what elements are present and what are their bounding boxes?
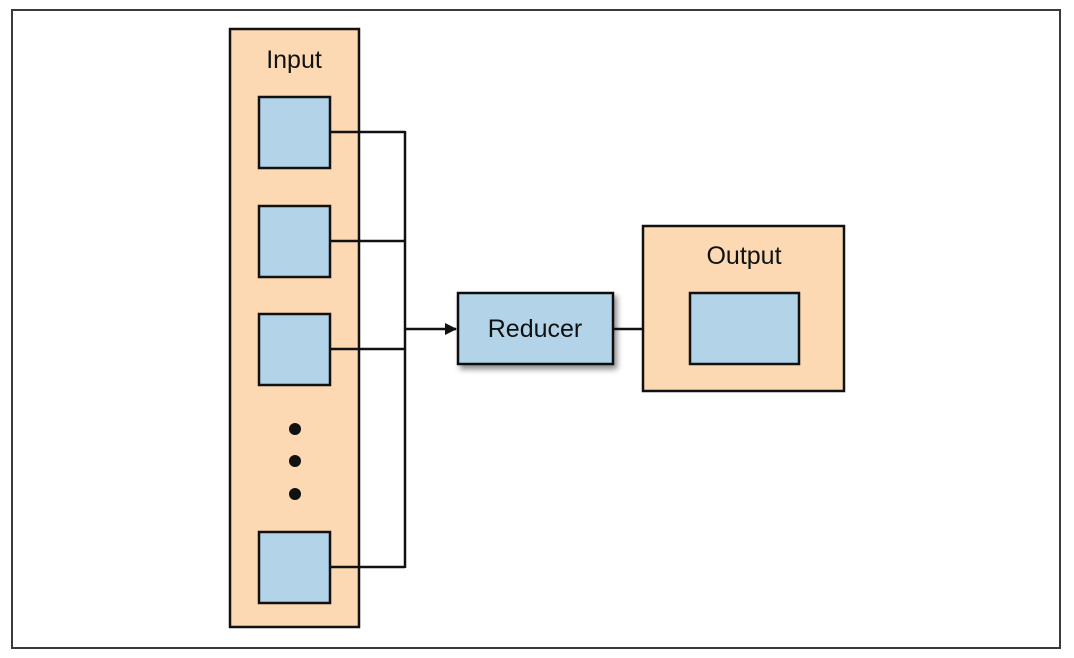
input-container: Input	[228, 27, 361, 629]
input-connectors	[330, 130, 407, 569]
reducer-label: Reducer	[488, 315, 583, 343]
input-label: Input	[266, 46, 322, 74]
input-item	[257, 530, 332, 605]
reducer-box: Reducer	[456, 291, 615, 366]
output-label: Output	[706, 242, 781, 270]
ellipsis-dots	[289, 423, 301, 500]
output-item	[688, 291, 801, 366]
output-container: Output	[641, 224, 846, 393]
input-item	[257, 204, 332, 279]
input-item	[257, 95, 332, 170]
input-item	[257, 312, 332, 387]
